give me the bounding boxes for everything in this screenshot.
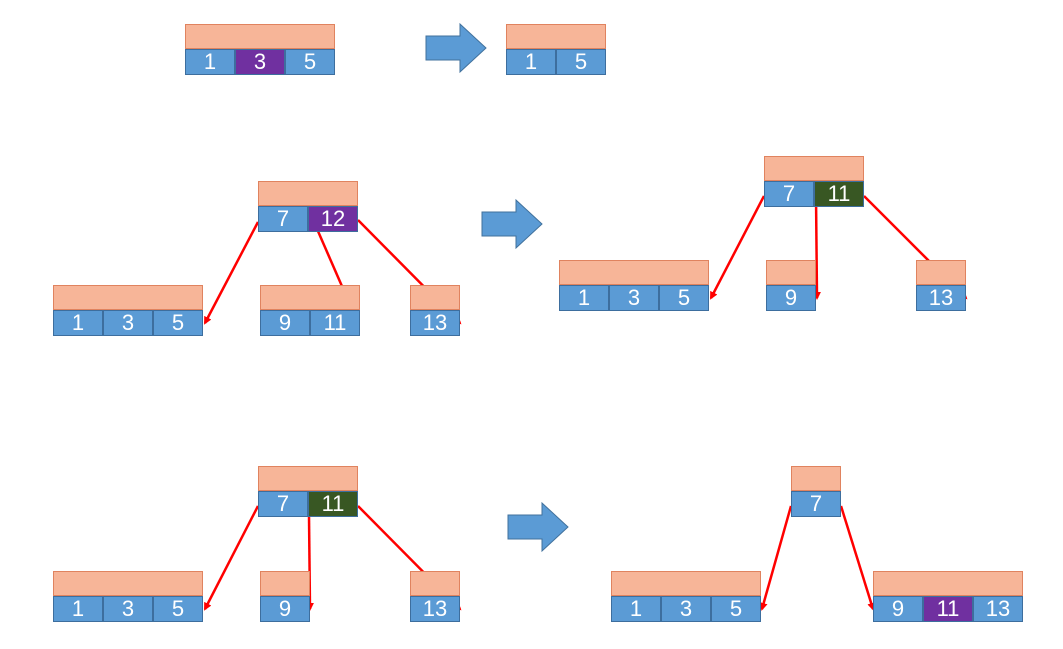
- node-header: [53, 571, 203, 596]
- key-cell-highlighted: 11: [814, 181, 864, 207]
- node-header: [258, 181, 358, 206]
- key-cell: 1: [53, 310, 103, 336]
- key-cell: 9: [260, 310, 310, 336]
- key-cell: 13: [410, 596, 460, 622]
- transition-arrow-icon: [507, 501, 569, 553]
- node-keys: 9: [260, 596, 310, 622]
- pointer-edge: [203, 221, 260, 325]
- key-cell-highlighted: 11: [308, 491, 358, 517]
- node-keys: 7: [791, 491, 841, 517]
- btree-node: 7: [791, 466, 841, 517]
- key-cell: 9: [873, 596, 923, 622]
- key-cell: 1: [559, 285, 609, 311]
- key-cell: 1: [611, 596, 661, 622]
- key-cell: 5: [153, 310, 203, 336]
- key-cell: 5: [556, 49, 606, 75]
- node-header: [185, 24, 335, 49]
- pointer-edge: [709, 195, 766, 300]
- key-cell: 7: [764, 181, 814, 207]
- key-cell: 1: [506, 49, 556, 75]
- key-cell-highlighted: 12: [308, 206, 358, 232]
- key-cell: 1: [53, 596, 103, 622]
- key-cell: 9: [260, 596, 310, 622]
- key-cell: 9: [766, 285, 816, 311]
- node-keys: 13: [916, 285, 966, 311]
- node-header: [258, 466, 358, 491]
- node-keys: 9: [766, 285, 816, 311]
- key-cell: 5: [153, 596, 203, 622]
- key-cell: 13: [916, 285, 966, 311]
- node-header: [260, 571, 310, 596]
- pointer-edge: [203, 505, 260, 611]
- node-header: [766, 260, 816, 285]
- node-header: [559, 260, 709, 285]
- key-cell: 5: [285, 49, 335, 75]
- transition-arrow-icon: [425, 22, 487, 74]
- node-header: [410, 285, 460, 310]
- key-cell: 5: [711, 596, 761, 622]
- btree-node: 13: [916, 260, 966, 311]
- node-keys: 13: [410, 596, 460, 622]
- key-cell: 13: [973, 596, 1023, 622]
- key-cell: 7: [258, 206, 308, 232]
- pointer-edge: [839, 505, 876, 611]
- key-cell: 7: [258, 491, 308, 517]
- pointer-edge: [759, 505, 793, 611]
- key-cell: 1: [185, 49, 235, 75]
- key-cell: 3: [661, 596, 711, 622]
- transition-arrow-icon: [481, 198, 543, 250]
- node-header: [260, 285, 360, 310]
- btree-node: 13: [410, 571, 460, 622]
- btree-node: 9: [260, 571, 310, 622]
- key-cell: 11: [310, 310, 360, 336]
- pointer-edge: [812, 195, 821, 300]
- key-cell: 7: [791, 491, 841, 517]
- key-cell-highlighted: 3: [235, 49, 285, 75]
- key-cell: 3: [609, 285, 659, 311]
- btree-node: 9: [766, 260, 816, 311]
- key-cell: 3: [103, 310, 153, 336]
- node-header: [506, 24, 606, 49]
- btree-node: 13: [410, 285, 460, 336]
- key-cell: 3: [103, 596, 153, 622]
- node-header: [764, 156, 864, 181]
- node-keys: 13: [410, 310, 460, 336]
- key-cell-highlighted: 11: [923, 596, 973, 622]
- node-header: [53, 285, 203, 310]
- node-header: [873, 571, 1023, 596]
- node-header: [611, 571, 761, 596]
- key-cell: 13: [410, 310, 460, 336]
- node-header: [791, 466, 841, 491]
- key-cell: 5: [659, 285, 709, 311]
- node-header: [410, 571, 460, 596]
- node-header: [916, 260, 966, 285]
